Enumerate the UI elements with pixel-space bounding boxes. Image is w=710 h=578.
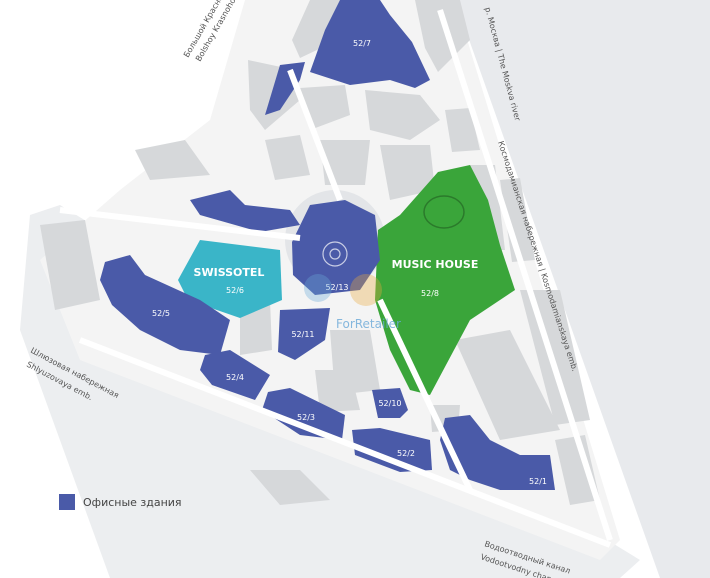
label-52-10: 52/10 [378, 399, 401, 408]
watermark: ForRetailer [304, 274, 401, 331]
building-strips[interactable] [190, 190, 300, 232]
label-52-11: 52/11 [291, 330, 314, 339]
label-52-3: 52/3 [297, 413, 315, 422]
label-52-4: 52/4 [226, 373, 244, 382]
building-52-10[interactable] [372, 388, 408, 418]
building-52-2[interactable] [352, 428, 432, 472]
river-moskva [455, 0, 710, 578]
label-52-6: 52/6 [226, 286, 244, 295]
building-52-5[interactable] [100, 255, 230, 355]
building-52-13[interactable] [292, 200, 380, 295]
label-52-8: 52/8 [421, 289, 439, 298]
label-music-house: MUSIC HOUSE [392, 258, 479, 271]
building-52-4[interactable] [200, 350, 270, 400]
building-52-11[interactable] [278, 308, 330, 360]
plaza-center-inner [329, 248, 341, 260]
office-buildings [100, 0, 555, 490]
building-52-3[interactable] [262, 388, 345, 440]
roads [59, 9, 613, 548]
plaza-center-outer [322, 241, 348, 267]
legend: Офисные здания [59, 494, 182, 510]
label-swissotel: SWISSOTEL [194, 266, 265, 279]
building-52-6[interactable] [178, 240, 282, 318]
music-house-dome [423, 195, 465, 229]
label-52-1: 52/1 [529, 477, 547, 486]
building-52-7[interactable] [310, 0, 430, 88]
label-52-5: 52/5 [152, 309, 170, 318]
svg-text:ForRetailer: ForRetailer [336, 317, 401, 331]
building-52-1[interactable] [440, 415, 555, 490]
label-52-7: 52/7 [353, 39, 371, 48]
building-52-8[interactable] [375, 165, 515, 395]
label-52-2: 52/2 [397, 449, 415, 458]
legend-office-swatch [59, 494, 75, 510]
label-52-13: 52/13 [325, 283, 348, 292]
legend-office-label: Офисные здания [83, 495, 182, 509]
